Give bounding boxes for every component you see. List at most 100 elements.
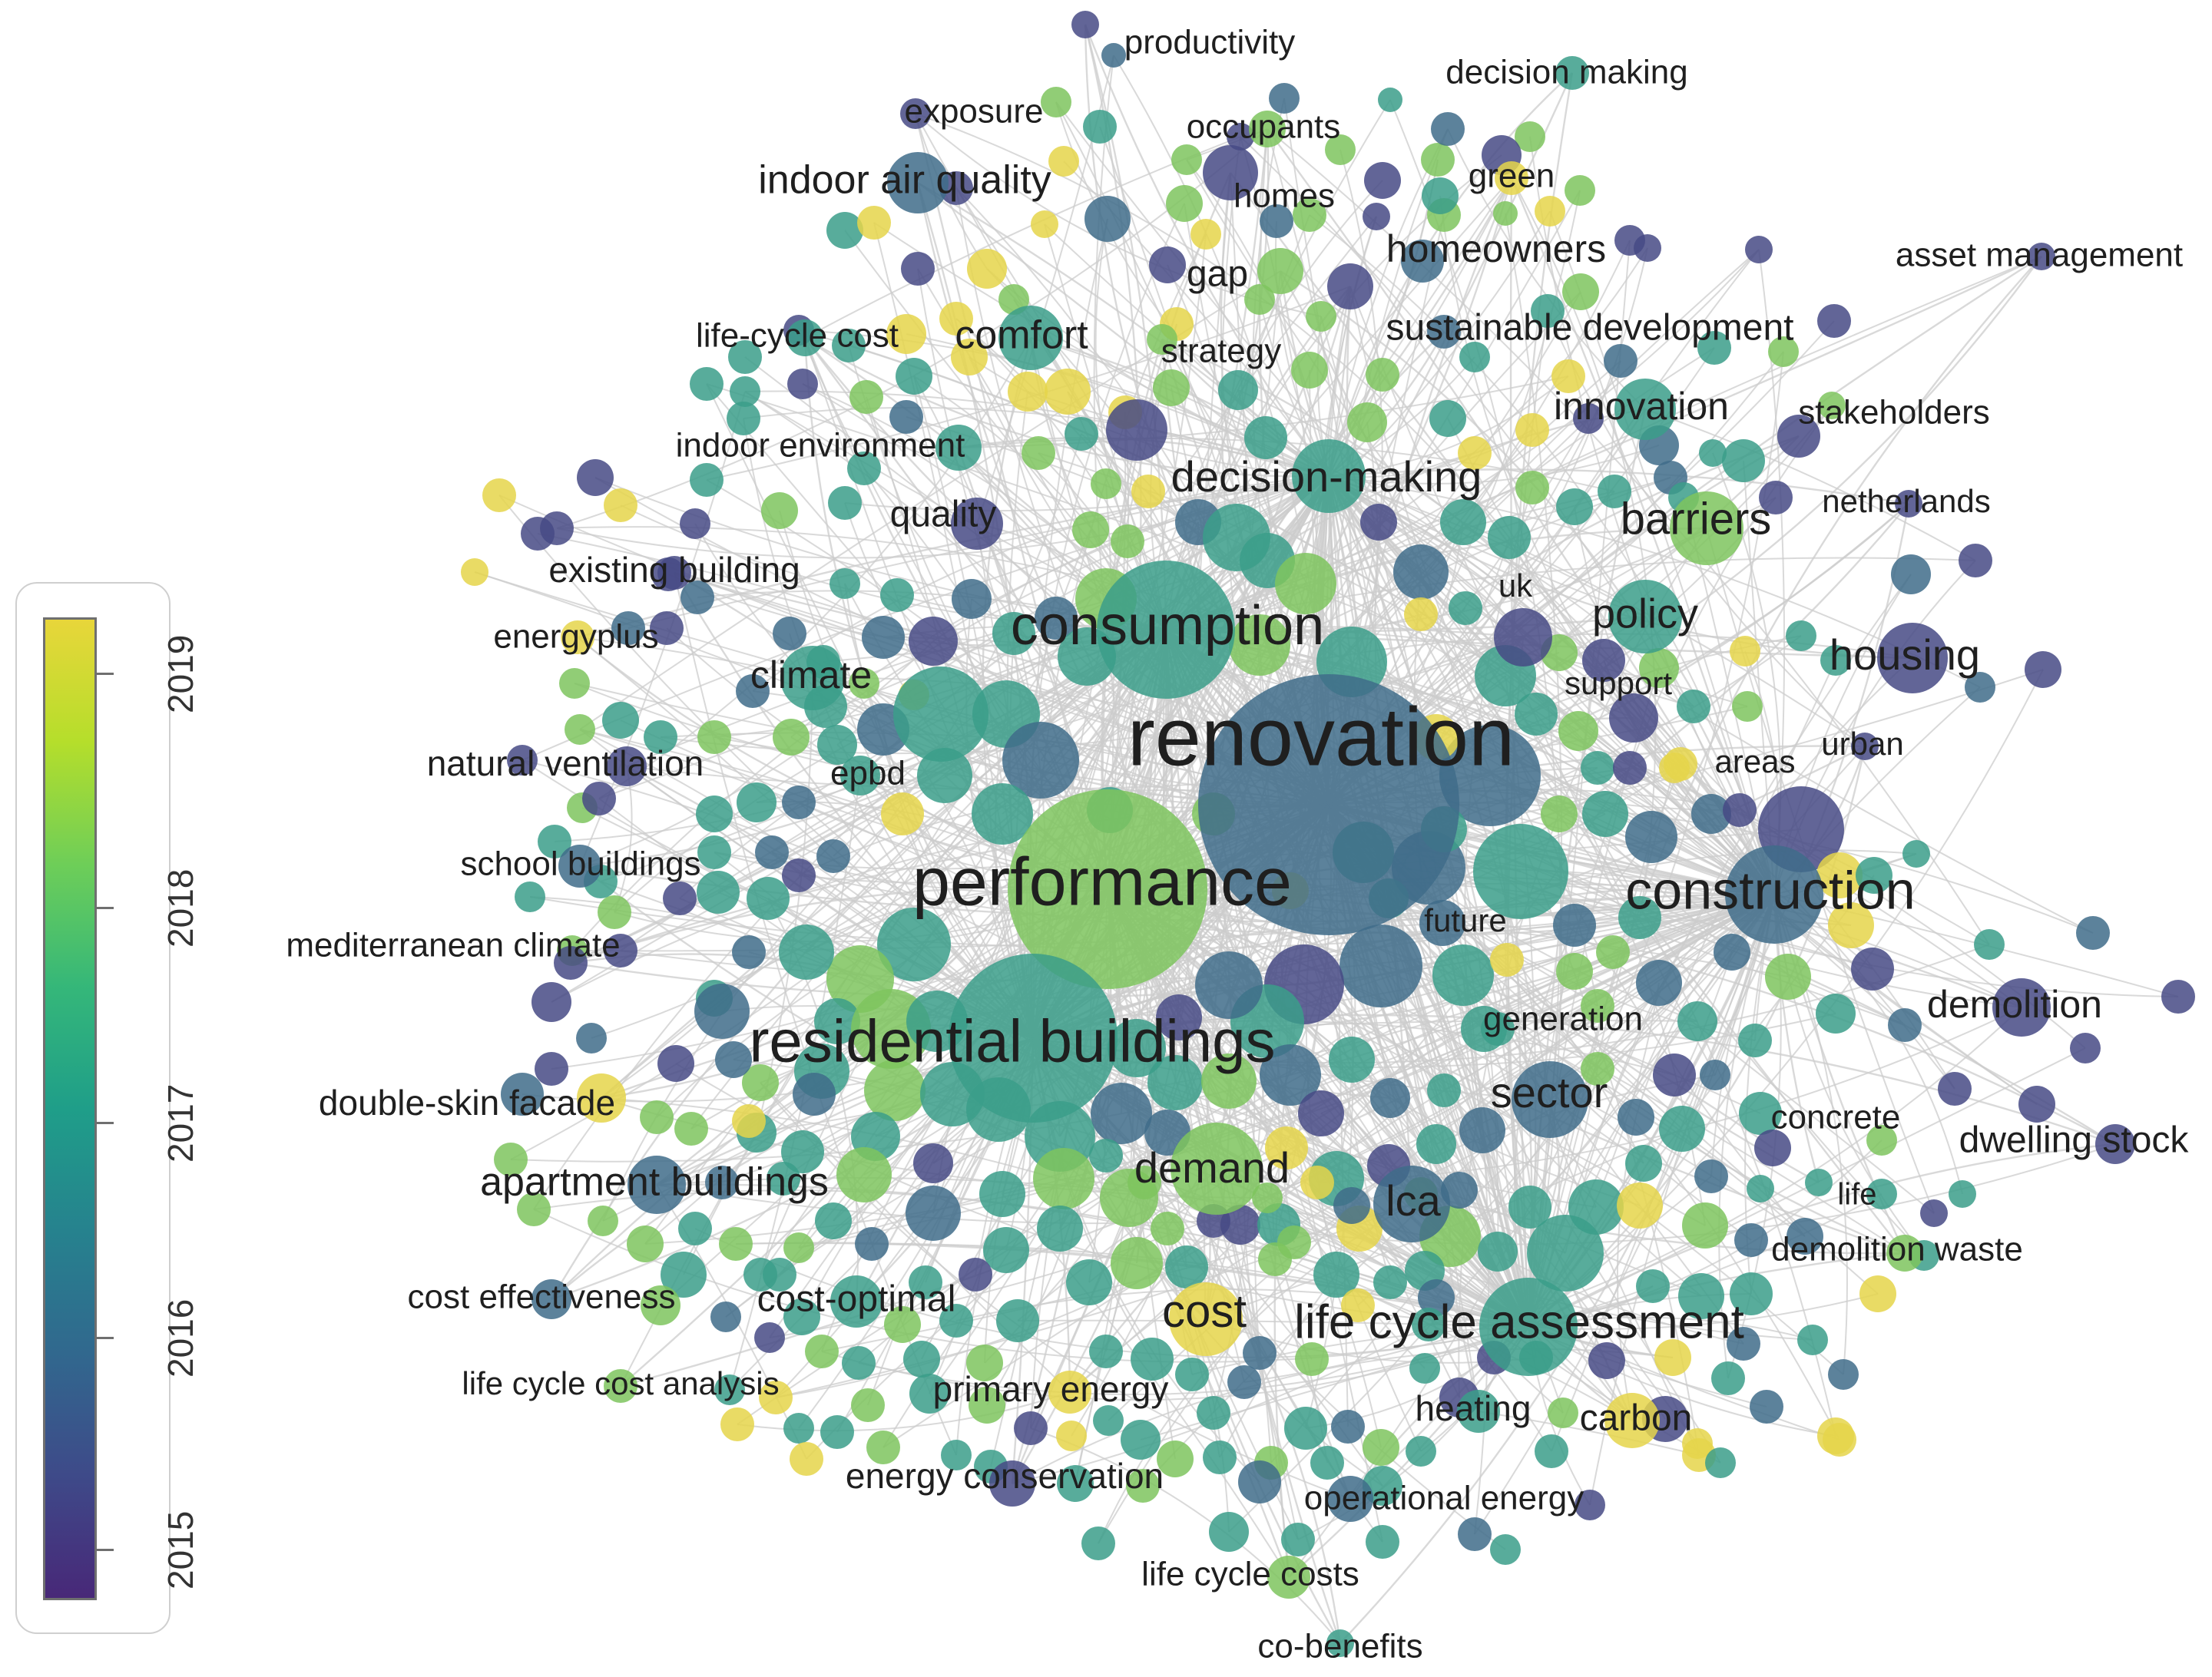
network-node	[611, 611, 645, 645]
network-node	[1727, 1327, 1760, 1361]
network-node	[781, 1130, 824, 1173]
network-edge	[1339, 894, 1776, 1644]
keyword-label-comfort: comfort	[955, 313, 1088, 358]
network-node	[1156, 994, 1202, 1040]
network-node	[1260, 1044, 1321, 1106]
network-node	[1617, 1182, 1663, 1229]
network-node	[1459, 1107, 1505, 1153]
network-edge	[1528, 669, 2044, 1328]
keyword-label-cost-effectiveness: cost effectiveness	[408, 1278, 676, 1316]
keyword-label-life-cycle-cost: life-cycle cost	[696, 317, 899, 355]
network-node	[1031, 210, 1058, 238]
network-node	[1111, 524, 1144, 558]
network-node	[602, 702, 639, 739]
network-node	[743, 1258, 777, 1292]
keyword-node-life-cycle-costs	[1267, 1556, 1310, 1599]
keyword-node-life-cycle-cost	[786, 319, 823, 356]
network-node	[1959, 544, 1992, 577]
network-node	[604, 488, 637, 522]
network-node	[719, 1227, 753, 1261]
network-node	[1765, 954, 1811, 1000]
network-node	[1458, 1517, 1492, 1551]
network-node	[773, 617, 806, 650]
network-node	[1227, 1365, 1261, 1399]
keyword-node-heating	[1457, 1390, 1500, 1433]
network-node	[1218, 370, 1258, 410]
keyword-label-green: green	[1469, 157, 1555, 195]
network-node	[1111, 1237, 1163, 1289]
network-node	[864, 1060, 926, 1121]
network-node	[1310, 1446, 1344, 1480]
network-node	[1329, 1037, 1375, 1083]
keyword-label-operational-energy: operational energy	[1304, 1480, 1584, 1517]
network-node	[1108, 1019, 1166, 1077]
network-node	[1818, 392, 1846, 419]
network-node	[1033, 1148, 1094, 1209]
network-node	[1421, 143, 1455, 177]
keyword-label-sustainable-development: sustainable development	[1386, 308, 1793, 349]
network-node	[507, 745, 538, 776]
network-edge	[1055, 101, 1775, 895]
network-node	[565, 714, 595, 745]
network-node	[1373, 1265, 1407, 1299]
network-edge	[1328, 475, 1925, 1256]
network-node	[836, 1147, 892, 1202]
network-node	[1697, 331, 1731, 365]
network-node	[2018, 1086, 2055, 1123]
keyword-node-productivity	[1071, 11, 1099, 38]
keyword-node-comfort	[998, 306, 1063, 370]
network-node	[1730, 636, 1760, 666]
network-node	[1558, 711, 1598, 751]
keyword-node-energyplus	[561, 620, 594, 654]
network-node	[730, 376, 760, 407]
network-node	[690, 367, 724, 401]
network-node	[728, 340, 762, 374]
network-node	[1682, 1202, 1728, 1249]
network-node	[1711, 1361, 1745, 1395]
keyword-node-urban	[1851, 733, 1879, 760]
keyword-node-residential-buildings	[949, 954, 1118, 1123]
keyword-label-innovation: innovation	[1554, 385, 1729, 428]
network-node	[783, 1413, 814, 1444]
network-node	[644, 720, 677, 754]
network-node	[1734, 1223, 1768, 1257]
network-node	[482, 478, 516, 512]
keyword-node-renovation	[1198, 674, 1459, 935]
network-node	[1260, 204, 1293, 238]
keyword-node-generation	[1461, 1006, 1507, 1052]
network-node	[1588, 1342, 1625, 1379]
network-node	[782, 858, 816, 892]
network-node	[1269, 83, 1300, 114]
network-node	[1714, 934, 1750, 971]
keyword-label-stakeholders: stakeholders	[1798, 394, 1989, 432]
network-node	[1677, 690, 1710, 723]
network-edge	[1017, 1319, 1529, 1328]
keyword-node-carbon	[1604, 1393, 1660, 1448]
network-node	[576, 1023, 607, 1054]
keyword-label-housing: housing	[1830, 630, 1980, 679]
network-node	[1891, 554, 1931, 594]
network-node	[1065, 417, 1098, 451]
network-node	[641, 1285, 680, 1325]
network-edge	[1478, 1411, 1700, 1456]
keyword-node-homes	[1203, 145, 1258, 200]
keyword-label-life-cycle-costs: life cycle costs	[1141, 1556, 1359, 1593]
network-node	[1378, 88, 1402, 112]
network-node	[1653, 1054, 1696, 1096]
network-node	[1828, 1359, 1859, 1390]
network-node	[1151, 1212, 1184, 1245]
network-node	[884, 1306, 921, 1343]
legend-year-label: 2019	[161, 634, 200, 713]
network-node	[1406, 1436, 1436, 1467]
network-node	[1556, 953, 1593, 990]
keyword-node-energy-conservation	[989, 1460, 1035, 1507]
network-node	[1535, 196, 1565, 227]
network-node	[820, 1415, 854, 1449]
network-node	[1432, 944, 1494, 1006]
keyword-node-future	[1419, 900, 1465, 946]
network-node	[1548, 1398, 1578, 1428]
network-node	[1325, 134, 1356, 165]
network-node	[1582, 639, 1625, 682]
